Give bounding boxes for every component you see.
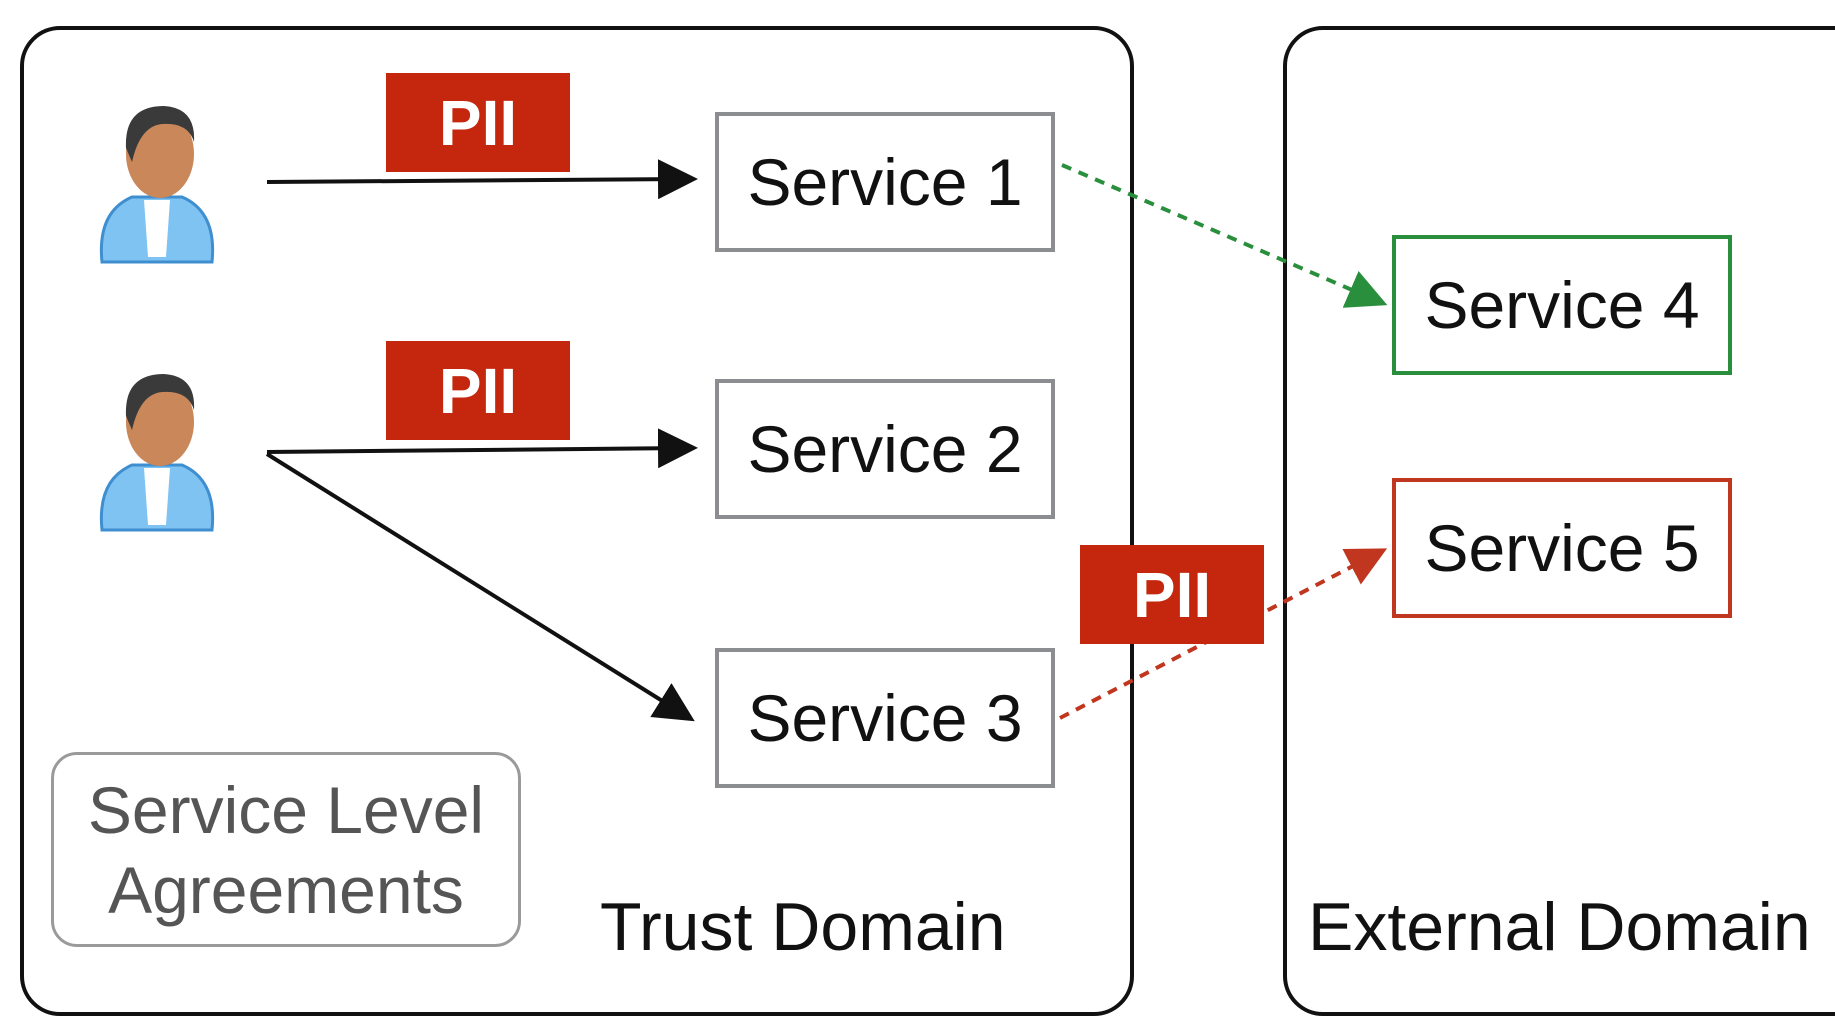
service-5-label: Service 5 — [1424, 511, 1700, 585]
trust-domain-label: Trust Domain — [600, 889, 1006, 965]
external-domain-label: External Domain — [1308, 889, 1811, 965]
arrow-user2-to-service3 — [265, 452, 695, 722]
pii-tag: PII — [386, 73, 570, 172]
arrow-service1-to-service4 — [1061, 163, 1388, 308]
sla-line-2: Agreements — [108, 852, 464, 927]
sla-box: Service Level Agreements — [51, 752, 521, 947]
sla-line-1: Service Level — [87, 772, 485, 847]
service-1-box: Service 1 — [715, 112, 1055, 252]
service-4-box: Service 4 — [1392, 235, 1732, 375]
pii-tag: PII — [1080, 545, 1264, 644]
arrow-user2-to-service2 — [266, 428, 698, 469]
arrow-user1-to-service1 — [266, 159, 698, 200]
service-3-box: Service 3 — [715, 648, 1055, 788]
service-3-label: Service 3 — [747, 681, 1023, 755]
service-2-label: Service 2 — [747, 412, 1023, 486]
service-4-label: Service 4 — [1424, 268, 1700, 342]
user-icon — [99, 106, 215, 264]
pii-tag: PII — [386, 341, 570, 440]
service-1-label: Service 1 — [747, 145, 1023, 219]
user-icon — [99, 374, 215, 532]
service-2-box: Service 2 — [715, 379, 1055, 519]
service-5-box: Service 5 — [1392, 478, 1732, 618]
